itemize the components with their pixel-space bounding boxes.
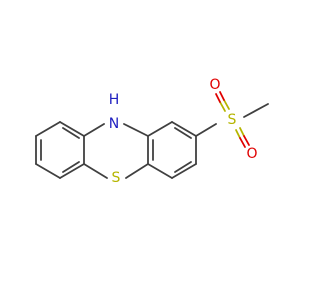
bond <box>83 123 105 137</box>
oxygen-bottom-label: O <box>246 146 257 162</box>
oxygen-top-label: O <box>209 77 220 93</box>
ring-sulfur-label: S <box>112 170 121 186</box>
bond <box>219 101 226 112</box>
bond <box>195 123 217 137</box>
bond-double-inner <box>174 161 192 173</box>
sulfonyl-double-bonds <box>215 91 250 148</box>
bond <box>239 137 246 148</box>
nh-nitrogen-label: N <box>109 116 119 132</box>
sulfonyl-sulfur-label: S <box>228 112 237 128</box>
bond <box>35 121 61 137</box>
bond <box>171 121 197 137</box>
bond <box>171 163 197 179</box>
bond-double-inner <box>62 161 80 173</box>
bond <box>147 121 173 137</box>
structure-diagram: H N S S O O <box>35 77 269 186</box>
bond-double-inner <box>174 127 192 139</box>
bond <box>215 93 221 103</box>
bond <box>125 163 149 179</box>
bond <box>243 135 250 146</box>
bond-double-inner <box>62 127 80 139</box>
bond <box>239 127 245 137</box>
bond <box>219 91 225 101</box>
bond <box>147 163 173 179</box>
bonds <box>35 103 269 179</box>
molecule-canvas: H N S S O O <box>35 77 269 186</box>
bond <box>223 99 230 110</box>
bond <box>123 123 149 137</box>
bond <box>243 103 269 118</box>
bond <box>83 163 108 179</box>
bond <box>35 163 61 179</box>
nh-hydrogen-label: H <box>109 92 120 108</box>
bond <box>59 163 85 179</box>
bond <box>59 121 85 137</box>
bond <box>235 129 241 139</box>
